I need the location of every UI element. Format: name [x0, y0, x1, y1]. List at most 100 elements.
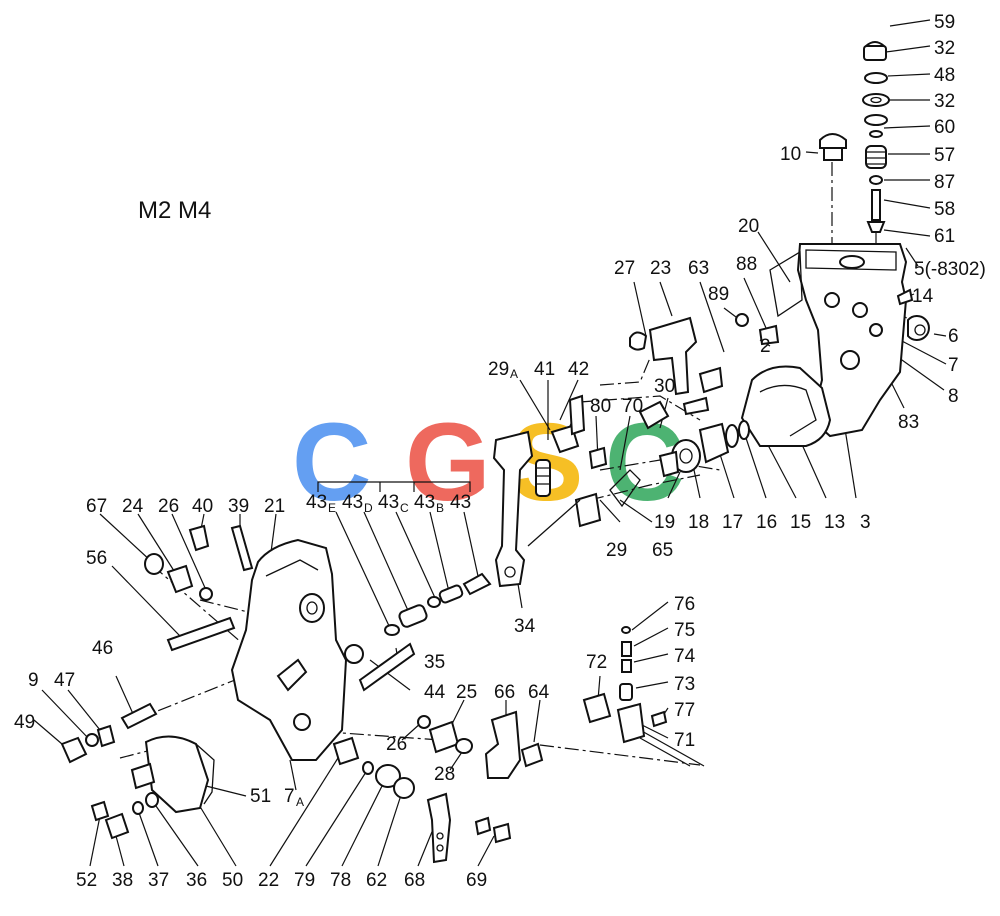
housing-port	[839, 255, 865, 269]
boss-7a	[293, 713, 311, 731]
label-36: 36	[186, 870, 207, 891]
label-15: 15	[790, 512, 811, 533]
lever-23-body	[648, 316, 698, 396]
ring-60	[869, 130, 883, 138]
bolt-56	[166, 616, 236, 652]
spring-42	[568, 394, 586, 436]
label-71: 71	[674, 730, 695, 751]
lever-68	[426, 792, 452, 864]
lever-7a	[276, 658, 308, 692]
label-19: 19	[654, 512, 675, 533]
gasket-20	[769, 250, 803, 318]
label-57: 57	[934, 145, 955, 166]
washer-48	[862, 93, 890, 107]
label-43b: 43	[414, 492, 435, 513]
gear-78	[375, 764, 401, 788]
linkage-parts	[535, 394, 710, 528]
spring-43d	[398, 604, 428, 628]
block-71	[616, 702, 646, 744]
bracket-2	[758, 324, 780, 346]
label-67: 67	[86, 496, 107, 517]
shaft-50	[130, 762, 156, 790]
label-25: 25	[456, 682, 477, 703]
ring-79	[362, 761, 374, 775]
plug-25	[428, 720, 460, 754]
pin-76	[621, 626, 631, 634]
plug-stack	[819, 41, 890, 233]
nut-49	[60, 736, 88, 764]
label-56: 56	[86, 548, 107, 569]
washer-37	[132, 801, 144, 815]
right-housing	[769, 243, 930, 438]
housing-hole-c	[840, 350, 860, 370]
label-22: 22	[258, 870, 279, 891]
washer-9	[85, 733, 99, 747]
label-39: 39	[228, 496, 249, 517]
bolt-35	[358, 642, 416, 692]
fitting-22	[332, 736, 360, 766]
label-48: 48	[934, 65, 955, 86]
plunger-73	[619, 683, 633, 701]
washer-16	[725, 424, 739, 448]
housing-3	[796, 243, 908, 438]
washer-36	[145, 792, 159, 808]
center-housing	[230, 538, 416, 761]
label-18: 18	[688, 512, 709, 533]
label-50: 50	[222, 870, 243, 891]
washer-32b	[864, 114, 888, 126]
lever-23	[629, 313, 780, 396]
label-89: 89	[708, 284, 729, 305]
label-76: 76	[674, 594, 695, 615]
bolt-52	[90, 800, 110, 822]
label-69: 69	[466, 870, 487, 891]
plug-59-cap	[863, 41, 887, 47]
label-70: 70	[622, 396, 643, 417]
bolt-64	[520, 742, 544, 768]
lower-center-parts	[332, 715, 512, 864]
label-38: 38	[112, 870, 133, 891]
plug-62	[393, 777, 415, 799]
governor-cover	[740, 365, 832, 447]
spring-74	[621, 659, 632, 673]
label-6: 6	[948, 326, 959, 347]
pin-39	[230, 524, 254, 572]
label-42: 42	[568, 359, 589, 380]
label-43d-sub: D	[364, 501, 373, 515]
label-30: 30	[654, 376, 675, 397]
label-7a-sub: A	[296, 795, 304, 809]
label-43: 43	[450, 492, 471, 513]
housing-21	[230, 538, 348, 761]
cap-67	[144, 553, 164, 575]
watermark-letter-g: G	[405, 401, 491, 524]
cap-10-body	[823, 147, 843, 161]
label-58: 58	[934, 199, 955, 220]
label-59: 59	[934, 12, 955, 33]
label-8: 8	[948, 386, 959, 407]
shaft-63	[698, 366, 724, 394]
lever-34	[492, 430, 581, 588]
bolt-43	[462, 572, 492, 596]
lower-left-parts	[60, 724, 215, 840]
label-51: 51	[250, 786, 271, 807]
bracket-66	[484, 710, 522, 779]
washer-44	[344, 644, 364, 664]
model-title: M2 M4	[138, 197, 211, 224]
label-13: 13	[824, 512, 845, 533]
lower-right-parts	[484, 626, 668, 779]
label-46: 46	[92, 638, 113, 659]
label-7a: 7	[284, 786, 295, 807]
label-79: 79	[294, 870, 315, 891]
label-62: 62	[366, 870, 387, 891]
plug-59	[863, 45, 887, 61]
screw-72	[582, 692, 612, 724]
sleeve-parts	[658, 420, 750, 478]
label-63: 63	[688, 258, 709, 279]
label-43c-sub: C	[400, 501, 409, 515]
label-23: 23	[650, 258, 671, 279]
label-60: 60	[934, 117, 955, 138]
label-32b: 32	[934, 91, 955, 112]
label-88: 88	[736, 254, 757, 275]
label-43b-sub: B	[436, 501, 444, 515]
pin-29	[574, 492, 602, 528]
